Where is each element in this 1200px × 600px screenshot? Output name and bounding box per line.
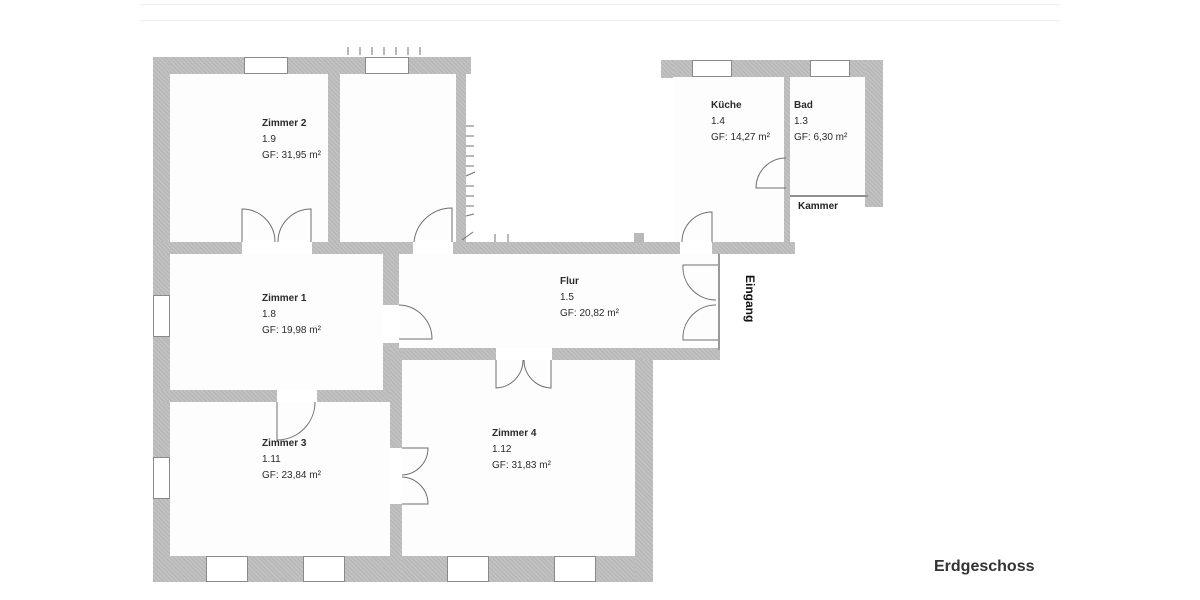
- window: [244, 57, 288, 74]
- room-name: Zimmer 2: [262, 118, 307, 129]
- bath-bottom-line: [790, 195, 868, 197]
- scan-line: [140, 20, 1060, 21]
- room-area: GF: 23,84 m²: [262, 470, 321, 481]
- room-area: GF: 14,27 m²: [711, 132, 770, 143]
- wall-stair-right: [456, 74, 466, 244]
- window: [303, 556, 345, 582]
- room-bad[interactable]: [790, 77, 865, 195]
- room-label-kueche: Küche 1.4 GF: 14,27 m²: [711, 98, 770, 146]
- room-number: 1.8: [262, 309, 276, 320]
- window: [554, 556, 596, 582]
- window: [153, 295, 170, 337]
- room-name: Zimmer 4: [492, 428, 537, 439]
- room-name: Zimmer 3: [262, 438, 307, 449]
- room-number: 1.9: [262, 134, 276, 145]
- window: [692, 60, 732, 77]
- room-name: Bad: [794, 100, 813, 111]
- room-area: GF: 6,30 m²: [794, 132, 848, 143]
- room-zimmer2[interactable]: [170, 74, 328, 242]
- room-number: 1.4: [711, 116, 725, 127]
- room-name: Küche: [711, 100, 742, 111]
- window: [447, 556, 489, 582]
- entrance-text: Eingang: [743, 275, 757, 323]
- room-number: 1.12: [492, 444, 512, 455]
- window: [153, 457, 170, 499]
- room-area: GF: 20,82 m²: [560, 308, 619, 319]
- wall-kitchen-left: [661, 60, 673, 78]
- wall-z2-divider: [328, 74, 340, 246]
- flur-entrance-line: [718, 254, 720, 350]
- room-label-zimmer4: Zimmer 4 1.12 GF: 31,83 m²: [492, 426, 551, 474]
- room-kueche[interactable]: [675, 77, 784, 242]
- wall-row1-bottom: [153, 242, 793, 254]
- window: [206, 556, 248, 582]
- room-area: GF: 19,98 m²: [262, 325, 321, 336]
- wall-bath-right: [865, 60, 883, 207]
- room-number: 1.11: [262, 454, 281, 465]
- room-number: 1.3: [794, 116, 808, 127]
- room-number: 1.5: [560, 292, 574, 303]
- scan-line: [140, 4, 1060, 5]
- room-area: GF: 31,83 m²: [492, 460, 551, 471]
- room-label-zimmer3: Zimmer 3 1.11 GF: 23,84 m²: [262, 436, 321, 484]
- wall-right-lower: [635, 348, 653, 582]
- window: [810, 60, 850, 77]
- room-zimmer4[interactable]: [402, 360, 635, 556]
- room-stair-hall[interactable]: [340, 74, 456, 242]
- room-name: Zimmer 1: [262, 293, 307, 304]
- wall-z1-bottom: [153, 390, 400, 402]
- room-label-zimmer2: Zimmer 2 1.9 GF: 31,95 m²: [262, 116, 321, 164]
- room-area: GF: 31,95 m²: [262, 150, 321, 161]
- wall-flur-top-right: [640, 242, 795, 254]
- room-flur[interactable]: [399, 254, 719, 348]
- room-label-flur: Flur 1.5 GF: 20,82 m²: [560, 274, 619, 322]
- floor-title: Erdgeschoss: [934, 558, 1035, 575]
- wall-kitchen-bath-divider: [784, 77, 790, 247]
- window: [365, 57, 409, 74]
- room-label-kammer: Kammer: [798, 201, 839, 209]
- room-label-bad: Bad 1.3 GF: 6,30 m²: [794, 98, 847, 146]
- room-name: Flur: [560, 276, 579, 287]
- room-zimmer1[interactable]: [170, 254, 383, 390]
- wall-flur-right-lower: [640, 348, 720, 360]
- entrance-label: Eingang: [742, 275, 757, 336]
- room-zimmer3[interactable]: [170, 402, 390, 556]
- room-label-zimmer1: Zimmer 1 1.8 GF: 19,98 m²: [262, 291, 321, 339]
